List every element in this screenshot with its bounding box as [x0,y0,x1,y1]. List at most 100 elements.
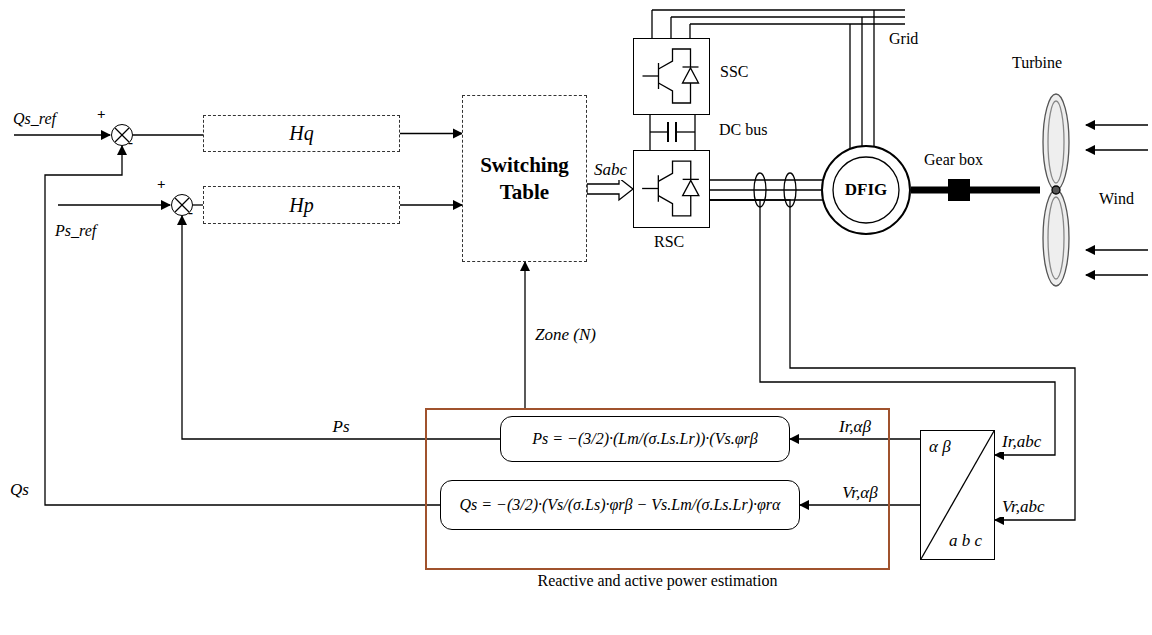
dc-bus-capacitor [676,131,695,132]
converter-box-art [658,175,659,201]
drive-shaft [970,187,1040,194]
reference-arrow [14,135,170,205]
converter-box-art [659,83,691,103]
signal-line [400,204,462,205]
edge-label: Zone (N) [533,325,598,345]
estimation-block: Ps = −(3/2)·(Lm/(σ.Ls.Lr))·(Vs.φrβ Qs = −… [425,408,890,570]
dc-bus-capacitor [650,131,668,132]
node-label: - [128,134,133,151]
diagram-label: Qs_ref [12,110,57,128]
wind-arrow [1086,274,1148,275]
edge-label: Vr,abc [1000,497,1047,517]
equation-box: Ps = −(3/2)·(Lm/(σ.Ls.Lr))·(Vs.φrβ [500,416,790,462]
node-label: + [157,176,166,193]
hysteresis-controller: Hq [203,115,400,152]
switching-table: Switching Table [462,95,587,262]
signal-line [649,115,650,150]
generator-circle: DFIG [821,145,911,235]
node-text: Ps = −(3/2)·(Lm/(σ.Ls.Lr))·(Vs.φrβ [532,430,757,448]
grid-line [651,10,652,40]
signal-line [193,204,203,205]
edge-label: Ps [331,417,352,437]
turbine-rotor-art [1043,94,1069,190]
turbine-rotor-art [1048,101,1064,183]
equation-box: Qs = −(3/2)·(Vs/(σ.Ls)·φrβ − Vs.Lm/(σ.Ls… [440,480,800,530]
converter-box-art [658,196,690,216]
node-text: Switching Table [463,152,586,205]
turbine-rotor: Turbine [1040,90,1072,290]
gearbox-block: Gear box [948,179,970,201]
edge-label: Sabc [592,160,629,180]
node-label: + [97,106,106,123]
transform-block-art [921,431,994,559]
turbine-rotor-art [1052,186,1060,194]
grid-line [873,10,874,160]
converter-box-art [643,75,659,76]
grid-line [861,17,862,160]
signal-line [45,146,440,505]
node-text: Hq [289,122,313,145]
node-label: a b c [949,531,982,551]
summing-junction-art [175,198,189,212]
summing-junction-art [175,198,189,212]
converter-box-art [659,49,691,69]
grid-line [670,17,671,40]
turbine-rotor-art [1048,197,1064,279]
signal-line [710,189,821,190]
converter-box: RSC [633,150,710,228]
grid-line [690,23,905,24]
transform-block: α β a b c [920,430,995,560]
node-text: Qs = −(3/2)·(Vs/(σ.Ls)·φrβ − Vs.Lm/(σ.Ls… [460,496,781,514]
wind-arrow [1086,249,1148,250]
diagram-label: DC bus [718,121,768,139]
converter-box-art [658,161,690,181]
edge-label: Qs [8,480,31,500]
summing-junction-art [115,128,129,142]
converter-box-art [683,180,699,195]
drive-shaft [911,187,948,194]
diagram-label: Ps_ref [54,222,97,240]
summing-junction: +- [171,194,193,216]
rotor-wire [709,179,840,180]
converter-box: SSC [633,38,710,115]
node-label: α β [929,437,951,457]
diagram-label: Wind [1098,190,1135,208]
signal-line [800,504,920,505]
converter-box-art [634,39,709,114]
turbine-rotor-art [1043,190,1069,286]
grid-line [671,16,905,17]
reference-arrow [14,134,110,135]
turbine-rotor-art [1040,90,1072,290]
converter-box-art [683,66,699,67]
converter-box-art [642,188,658,189]
dc-bus-capacitor [667,122,669,142]
wind-arrow [1086,125,1148,275]
converter-box-art [683,68,699,83]
signal-line [524,262,525,408]
converter-box-art [634,151,709,227]
hysteresis-controller: Hp [203,186,400,224]
grid-line [849,24,850,160]
converter-box-art [642,161,699,216]
node-label: - [188,204,193,221]
node-label: Reactive and active power estimation [425,572,890,590]
converter-box-art [683,179,699,180]
grid-line [652,10,905,160]
edge-label: Ir,abc [1000,432,1043,452]
converter-box-art [643,49,699,103]
dc-bus-capacitor [650,114,695,151]
diagram-label: Grid [888,30,919,48]
signal-line [790,438,920,439]
edge-label: Vr,αβ [840,483,880,503]
summing-junction-art [115,128,129,142]
node-text: DFIG [845,180,888,200]
node-text: Hp [289,194,313,217]
edge-label: Ir,αβ [837,417,873,437]
wind-arrow [1086,149,1148,150]
node-label: Turbine [1012,54,1062,72]
summing-junction: +- [111,124,133,146]
switching-signal-arrow [587,178,633,200]
signal-line [400,133,462,134]
generator-circle-art [833,157,899,223]
